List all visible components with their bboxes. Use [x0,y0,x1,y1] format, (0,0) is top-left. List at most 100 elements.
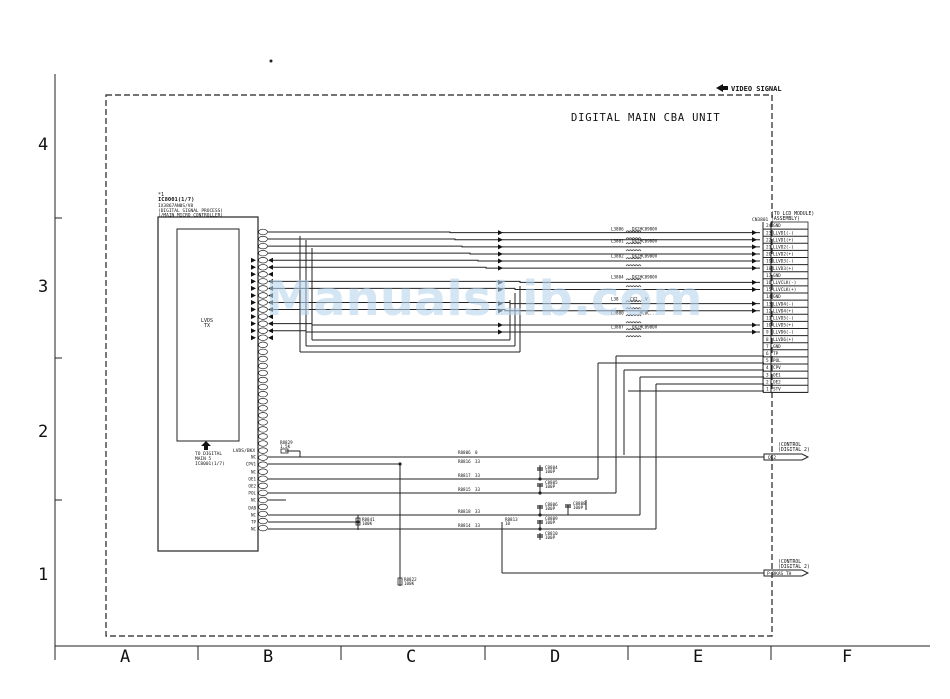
svg-text:100P: 100P [545,484,556,489]
bus-trace [273,266,760,269]
r8806-label: R8806 [458,450,471,455]
connector-pin-name: LLVD5(+) [773,323,794,329]
filter-ref: L3800 [611,311,624,316]
ic-pin [258,496,268,504]
arrow-right-icon [498,258,503,264]
control-traces [268,355,764,586]
arrow-right-icon [251,285,256,291]
unit-boundary [105,94,773,637]
svg-text:100P: 100P [545,535,556,540]
ic-pin [258,426,268,433]
arrow-right-icon [498,329,503,335]
filter-ref: L3801 [611,239,624,244]
connector-pin-name: STV [773,387,781,393]
filter-part: ...HC0C... [632,311,657,316]
bus-trace [273,287,760,290]
svg-text:100K: 100K [404,581,415,586]
column-label: D [550,647,560,667]
connector-pin-name: GND [773,294,781,300]
lvds-bus-traces [268,230,760,353]
arrow-left-icon [268,257,273,263]
connector-pin-number: 4 [766,365,769,371]
arrow-right-icon [251,314,256,320]
ic-pin-label: OE2 [248,484,256,489]
svg-text:33: 33 [475,473,481,478]
connector-pin-name: LLVD3(-) [773,259,794,265]
video-signal-label: VIDEO SIGNAL [731,85,782,93]
connector-pin-name: LLVD6(+) [773,337,794,343]
connector-pin-number: 6 [766,351,769,357]
bus-trace [268,252,760,255]
ic-note: TO DIGITAL MAIN 5 IC8001(1/7) [195,441,225,467]
column-label: E [693,647,703,667]
svg-text:IC8001(1/7): IC8001(1/7) [195,461,225,467]
arrow-right-icon [752,301,757,307]
ic-pin [258,341,268,348]
row-label: 2 [38,422,48,442]
connector-pin-name: LLVCLK(-) [773,280,796,286]
filter-ref: L3804 [611,275,624,280]
connector-pin-number: 11 [766,316,772,322]
connector-pin-name: LLVD5(-) [773,316,794,322]
svg-text:*1: *1 [158,192,164,198]
column-label: B [263,647,273,667]
ic-pin [258,235,268,243]
ic-pin [258,257,268,264]
r8816-label: R8816 [458,459,471,464]
capacitors [280,448,571,586]
svg-text:(DIGITAL 2): (DIGITAL 2) [778,564,810,570]
ic-pin [258,334,268,341]
connector-pin-name: LLVD6(-) [773,330,794,336]
ic-pin-column [258,228,268,532]
svg-text:MAIN 5: MAIN 5 [195,456,212,462]
arrow-right-icon [498,237,503,243]
ic-pin [258,327,268,334]
c8806-label: C8806 [545,502,558,507]
arrow-left-icon [268,307,273,313]
ic-pin [258,369,268,377]
bus-trace [273,330,760,333]
ic-pin [258,249,268,257]
lvds-block-label: LVDS [201,318,213,324]
arrow-right-icon [251,271,256,277]
svg-text:(CONTROL: (CONTROL [778,559,801,565]
connector-pin-number: 10 [766,323,772,329]
ic-header: *1 IC8001(1/7) IX3867AN0S/V8 (DIGITAL SI… [158,192,223,219]
dot-mark [269,59,273,63]
ic-pin [258,440,268,447]
arrow-left-icon [716,84,723,92]
arrow-left-icon [268,335,273,341]
bus-trace [273,309,760,312]
video-signal-legend: VIDEO SIGNAL [716,84,782,93]
bus-trace [268,231,760,234]
filter-part: CX2...V [630,297,648,302]
unit-title: DIGITAL MAIN CBA UNIT [571,112,721,124]
connector-pin-number: 13 [766,301,772,307]
c8804-label: C8804 [545,465,558,470]
lvds-tx-block [176,228,240,442]
arrow-right-icon [498,251,503,257]
ic-pin [258,362,268,370]
ic-pin [258,391,268,398]
svg-text:33: 33 [475,523,481,528]
lvds-block-label: TX [204,323,210,329]
ic-pin [258,447,268,454]
ic-pin-label: NC [251,498,257,503]
svg-text:33: 33 [475,509,481,514]
connector-pin-name: LLVD1(-) [773,230,794,236]
connector-dest: (ASSEMBLY) [771,216,800,222]
connector-pin-name: LLVD3(+) [773,266,794,272]
connector-ref: CN3801 [752,217,769,223]
filter-part: DX2HC0900V [632,325,658,330]
bus-trace [268,245,760,248]
filter-part: DX2HC0900V [632,227,658,232]
component-labels: R8829 1.5K R8806 0 R8816 33 R8817 33 R88… [280,440,586,586]
ic-pin-label: OE1 [248,477,256,482]
r8829-label: R8829 [280,440,293,445]
ic-pin-label: POL [248,491,256,496]
connector-pin-name: OE2 [773,379,781,385]
ic-pin [258,228,268,236]
svg-text:TO DIGITAL: TO DIGITAL [195,451,222,457]
arrow-left-icon [268,292,273,298]
